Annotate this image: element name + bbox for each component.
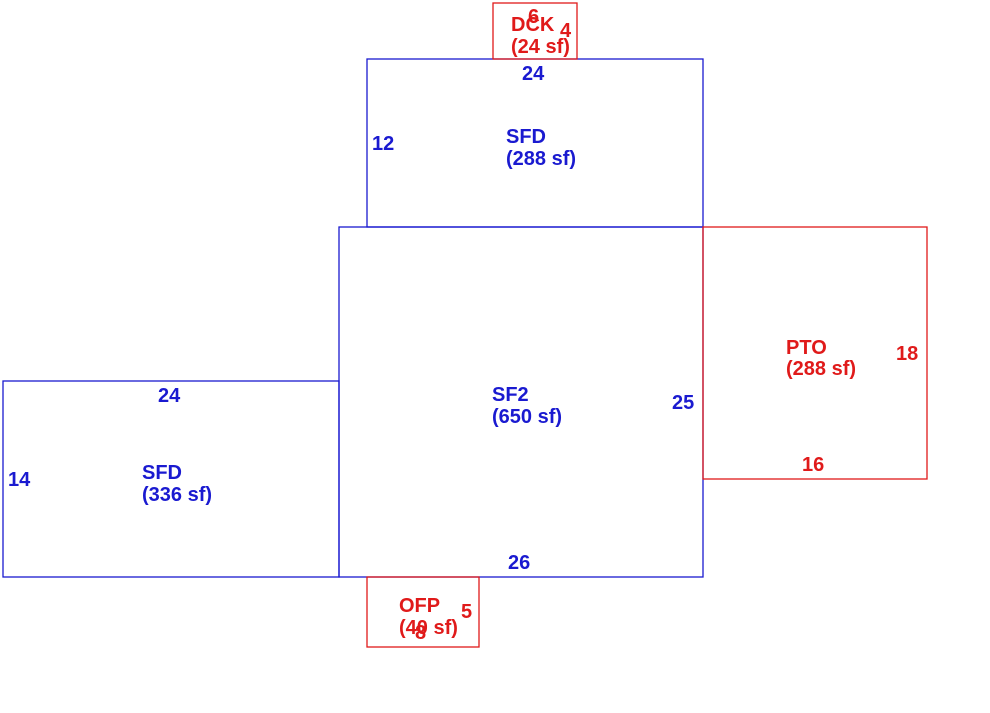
dck-area: (24 sf) [511,36,570,58]
dck-dim-top: 6 [528,6,539,28]
pto-area: (288 sf) [786,358,856,380]
dck-outline [492,2,578,60]
ofp-dim-bottom: 8 [415,622,426,644]
dck-dim-side: 4 [560,20,572,42]
sfd-top-dim-top: 24 [522,63,545,85]
sfd-left-outline [2,380,340,578]
ofp-outline [366,576,480,648]
ofp-code: OFP [399,595,440,617]
dck-code: DCK [511,14,555,36]
pto-dim-bottom: 16 [802,454,824,476]
ofp-area: (40 sf) [399,617,458,639]
sf2-dim-side: 25 [672,392,694,414]
pto-outline [702,226,928,480]
pto-dim-side: 18 [896,343,918,365]
sfd-top-code: SFD [506,126,546,148]
sfd-top-area: (288 sf) [506,148,576,170]
ofp-dim-side: 5 [461,601,472,623]
sf2-area: (650 sf) [492,406,562,428]
sf2-dim-bottom: 26 [508,552,530,574]
sfd-left-code: SFD [142,462,182,484]
sf2-code: SF2 [492,384,529,406]
sfd-left-dim-top: 24 [158,385,181,407]
sfd-top-dim-side: 12 [372,133,394,155]
sfd-left-area: (336 sf) [142,484,212,506]
pto-code: PTO [786,337,827,359]
sfd-left-dim-side: 14 [8,469,31,491]
